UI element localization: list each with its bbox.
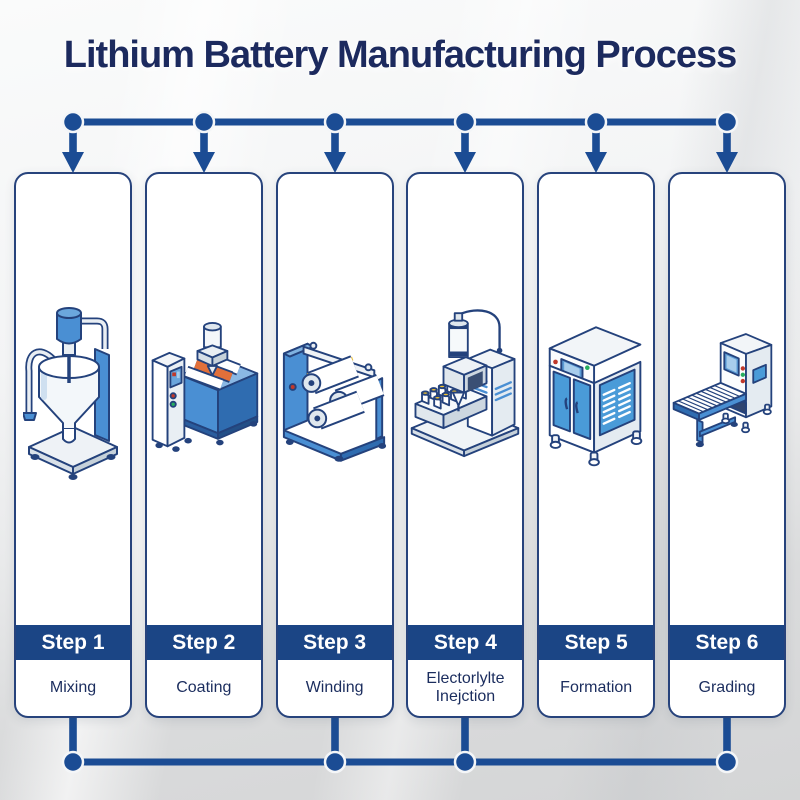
mixing-machine-icon — [23, 306, 118, 480]
bottom-connector-nodes — [61, 750, 739, 774]
step-number-band: Step 2 — [146, 625, 261, 660]
bottom-connector-stems — [69, 716, 731, 762]
step-card-2: Step 2 Coating — [144, 172, 263, 718]
step-number-band: Step 6 — [669, 625, 784, 660]
step-card-1: Step 1 Mixing — [14, 172, 132, 718]
machine-illustration-area — [670, 174, 784, 625]
step-number-band: Step 4 — [408, 625, 523, 660]
step-card-4: Step 4 Electorlylte Inejction — [406, 172, 525, 718]
step-card-6: Step 6 Grading — [667, 172, 786, 718]
grading-machine-icon — [672, 333, 773, 448]
step-name-label: Formation — [560, 678, 633, 696]
step-name-label: Coating — [176, 678, 232, 696]
step-card-3: Step 3 Winding — [275, 172, 394, 718]
step-name-label: Winding — [305, 678, 364, 696]
electrolyte-injection-machine-icon — [411, 308, 520, 457]
machine-illustration-area — [408, 174, 522, 625]
step-number-label: Step 5 — [564, 630, 628, 654]
top-connector-rail — [73, 118, 727, 126]
step-number-band: Step 1 — [16, 625, 130, 660]
page-title: Lithium Battery Manufacturing Process — [63, 34, 737, 76]
step-number-band: Step 5 — [539, 625, 654, 660]
step-number-band: Step 3 — [277, 625, 392, 660]
step-number-label: Step 2 — [172, 630, 236, 654]
step-name-label: Electorlylte Inejction — [426, 669, 505, 705]
step-cards-row: Step 1 Mixing — [0, 172, 800, 718]
step-card-5: Step 5 Formation — [537, 172, 656, 718]
step-name-label: Mixing — [49, 678, 97, 696]
step-number-label: Step 3 — [303, 630, 367, 654]
machine-illustration-area — [278, 174, 392, 625]
step-name-label: Grading — [698, 678, 756, 696]
coating-machine-icon — [151, 322, 258, 452]
step-number-label: Step 4 — [433, 630, 497, 654]
machine-illustration-area — [539, 174, 653, 625]
top-connector-node-arrows — [61, 110, 739, 173]
winding-machine-icon — [282, 341, 386, 462]
step-number-label: Step 1 — [41, 630, 105, 654]
machine-illustration-area — [16, 174, 130, 625]
formation-machine-icon — [548, 325, 643, 466]
machine-illustration-area — [147, 174, 261, 625]
step-number-label: Step 6 — [695, 630, 759, 654]
bottom-connector-rail — [73, 758, 727, 766]
